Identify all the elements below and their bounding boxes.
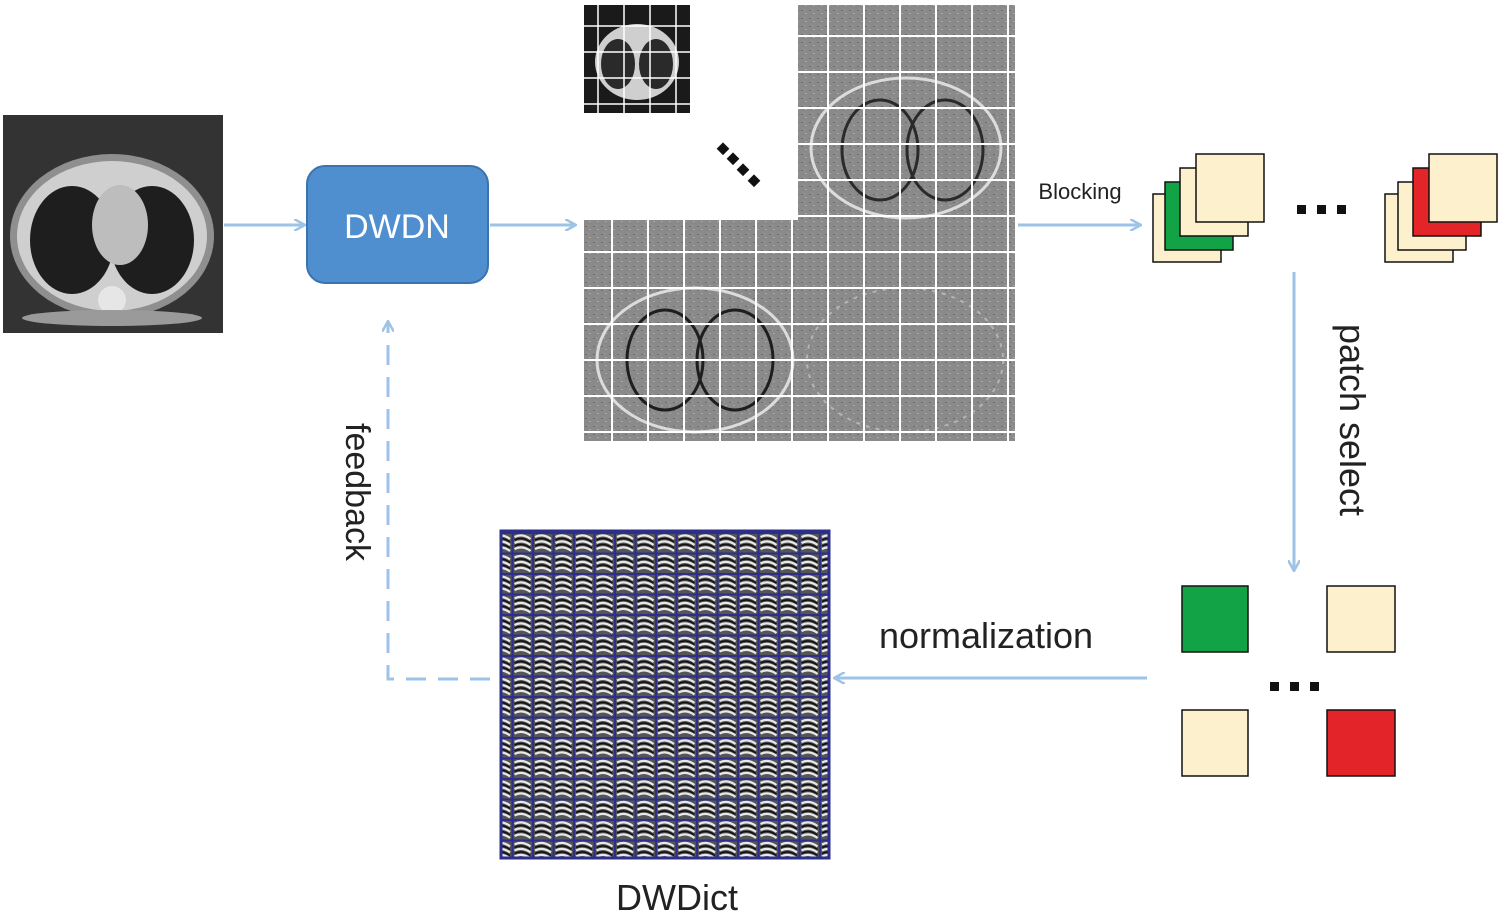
- dwdict-label: DWDict: [616, 877, 738, 917]
- dwdn-node: DWDN: [306, 165, 489, 284]
- wavelet-subbands: [584, 5, 1015, 441]
- blocking-label: Blocking: [1038, 179, 1121, 204]
- selected-patch-cream-2: [1181, 709, 1249, 777]
- ellipsis-top: [1297, 205, 1346, 214]
- selected-patch-cream-1: [1326, 585, 1396, 653]
- ct-input-image: [3, 115, 223, 333]
- patch-select-label: patch select: [1332, 324, 1373, 516]
- diagonal-ellipsis: [716, 142, 761, 188]
- patch-stack-green: [1152, 153, 1265, 263]
- dwdn-label: DWDN: [344, 208, 450, 246]
- patch-stack-red: [1384, 153, 1498, 263]
- selected-patches: [1181, 585, 1396, 777]
- feedback-edge: [388, 322, 490, 681]
- ct-thumbnail-blocks: [584, 5, 690, 113]
- dwdict-node: DWDict: [499, 529, 831, 917]
- selected-patch-red: [1326, 709, 1396, 777]
- normalization-label: normalization: [879, 615, 1093, 656]
- feedback-label: feedback: [338, 423, 376, 562]
- selected-patch-green: [1181, 585, 1249, 653]
